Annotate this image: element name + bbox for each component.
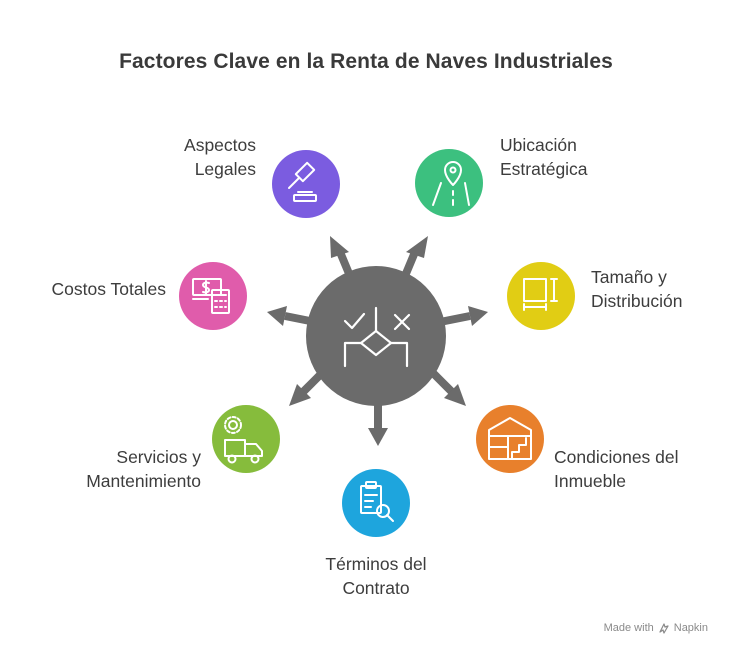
- truck-gear-icon: [224, 416, 263, 464]
- label-location-line1: Ubicación: [500, 135, 577, 155]
- node-contract: [342, 469, 410, 537]
- hub: [306, 266, 446, 406]
- label-legal-line2: Legales: [194, 159, 256, 179]
- page-title: Factores Clave en la Renta de Naves Indu…: [119, 50, 613, 73]
- node-costs: [179, 262, 247, 330]
- node-services-circle: [212, 405, 280, 473]
- label-contract-line2: Contrato: [342, 578, 410, 598]
- node-legal: [272, 150, 340, 218]
- node-condition: [476, 405, 544, 473]
- label-size-line2: Distribución: [591, 291, 683, 311]
- gavel-icon: [288, 161, 317, 202]
- label-services-line2: Mantenimiento: [86, 471, 201, 491]
- node-size: [507, 262, 575, 330]
- made-with-text: Made with: [603, 622, 654, 634]
- floor-plan-icon: [523, 278, 558, 311]
- made-with-footer: Made with Napkin: [604, 622, 708, 634]
- node-services: [212, 405, 280, 473]
- label-size: Tamaño y Distribución: [591, 265, 682, 313]
- napkin-logo-icon: [659, 623, 669, 634]
- label-condition: Condiciones del Inmueble: [554, 445, 679, 493]
- money-calculator-icon: [192, 278, 230, 314]
- map-pin-road-icon: [432, 161, 470, 206]
- label-services: Servicios y Mantenimiento: [86, 445, 201, 493]
- label-contract-line1: Términos del: [325, 554, 427, 574]
- decision-check-cross-icon: [343, 306, 411, 368]
- node-size-circle: [507, 262, 575, 330]
- label-location: Ubicación Estratégica: [500, 133, 588, 181]
- label-condition-line2: Inmueble: [554, 471, 626, 491]
- label-legal-line1: Aspectos: [184, 135, 256, 155]
- label-legal: Aspectos Legales: [184, 133, 256, 181]
- label-size-line1: Tamaño y: [591, 267, 667, 287]
- label-condition-line1: Condiciones del: [554, 447, 679, 467]
- node-location: [415, 149, 483, 217]
- label-costs-line1: Costos Totales: [51, 279, 166, 299]
- building-layout-icon: [488, 417, 532, 460]
- node-location-circle: [415, 149, 483, 217]
- label-location-line2: Estratégica: [500, 159, 588, 179]
- hub-circle: [306, 266, 446, 406]
- label-costs: Costos Totales: [52, 277, 166, 301]
- napkin-brand: Napkin: [673, 622, 708, 634]
- node-contract-circle: [342, 469, 410, 537]
- label-contract: Términos del Contrato: [276, 552, 476, 600]
- document-search-icon: [360, 481, 394, 522]
- label-services-line1: Servicios y: [116, 447, 201, 467]
- node-condition-circle: [476, 405, 544, 473]
- node-legal-circle: [272, 150, 340, 218]
